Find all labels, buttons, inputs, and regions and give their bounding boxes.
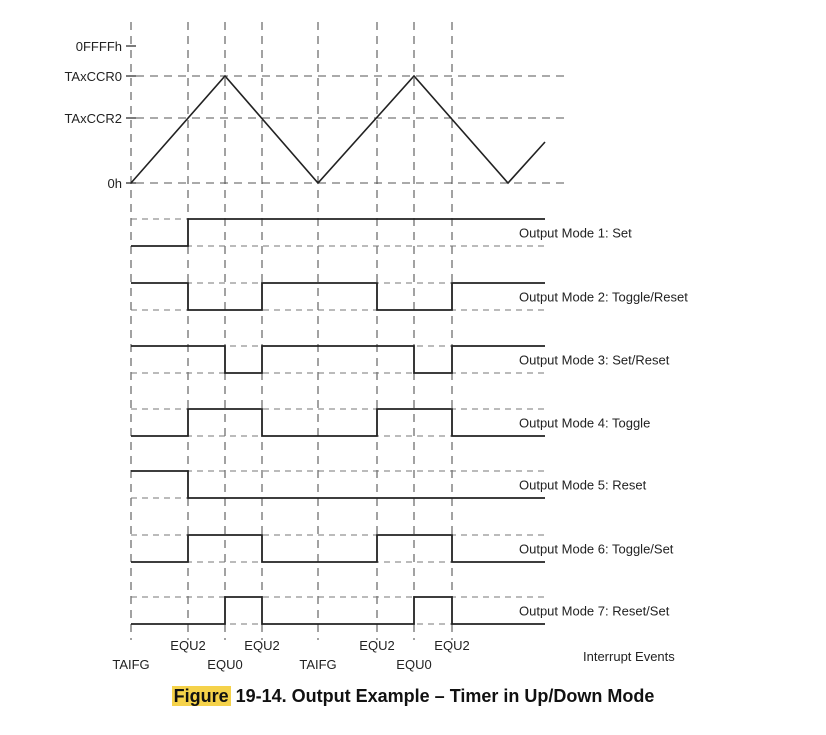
event-bottom-label-0: TAIFG	[112, 657, 149, 672]
event-bottom-label-1: EQU0	[207, 657, 242, 672]
mode-4-waveform	[131, 408, 545, 437]
mode-1-label: Output Mode 1: Set	[519, 226, 632, 241]
mode-7-waveform	[131, 596, 545, 625]
axis-label-0: 0FFFFh	[76, 39, 122, 54]
mode-5-label: Output Mode 5: Reset	[519, 478, 647, 493]
mode-5-waveform	[131, 470, 545, 499]
mode-3-label: Output Mode 3: Set/Reset	[519, 353, 670, 368]
event-bottom-label-3: EQU0	[396, 657, 431, 672]
figure-caption: Figure 19-14. Output Example – Timer in …	[0, 686, 826, 707]
counter-line	[130, 74, 546, 185]
counter-waveform	[130, 74, 546, 185]
axis-label-2: TAxCCR2	[64, 111, 122, 126]
mode-7-label: Output Mode 7: Reset/Set	[519, 604, 670, 619]
axis-label-3: 0h	[108, 176, 122, 191]
event-top-label-0: EQU2	[170, 638, 205, 653]
mode-2-label: Output Mode 2: Toggle/Reset	[519, 290, 688, 305]
interrupt-events-label: Interrupt Events	[583, 649, 675, 664]
event-top-label-2: EQU2	[359, 638, 394, 653]
mode-6-waveform	[131, 534, 545, 563]
axis-label-1: TAxCCR0	[64, 69, 122, 84]
mode-4-label: Output Mode 4: Toggle	[519, 416, 650, 431]
mode-2-waveform	[131, 282, 545, 311]
figure-word: Figure	[171, 686, 231, 706]
event-guide-lines	[130, 22, 453, 640]
event-top-label-3: EQU2	[434, 638, 469, 653]
mode-6-label: Output Mode 6: Toggle/Set	[519, 542, 674, 557]
caption-text: 19-14. Output Example – Timer in Up/Down…	[230, 686, 655, 706]
mode-1-waveform	[131, 218, 545, 247]
event-bottom-label-2: TAIFG	[299, 657, 336, 672]
mode-3-waveform	[131, 345, 545, 374]
event-top-label-1: EQU2	[244, 638, 279, 653]
